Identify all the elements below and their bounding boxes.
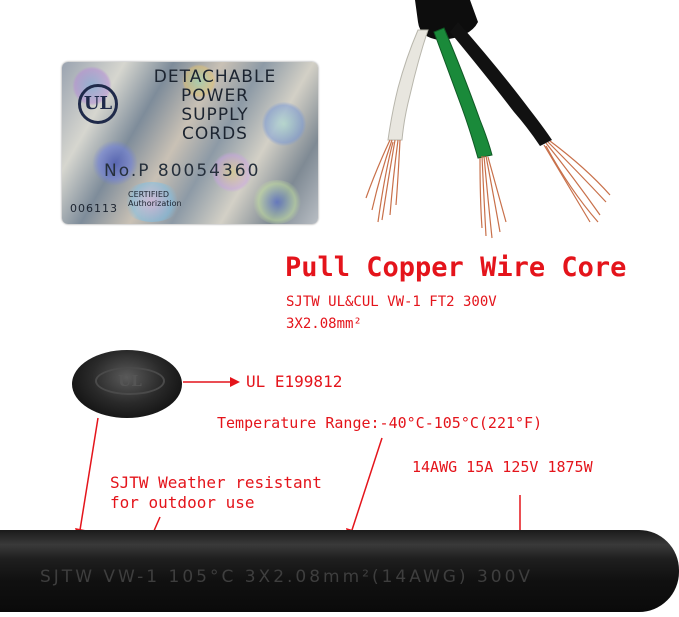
white-wire — [387, 29, 429, 141]
headline: Pull Copper Wire Core — [285, 252, 627, 283]
copper-strands-2 — [479, 155, 507, 239]
arrow-zoom-line — [79, 417, 99, 531]
green-wire — [433, 27, 493, 159]
weather-line-2: for outdoor use — [110, 493, 255, 512]
temperature-range: Temperature Range:-40°C-105°C(221°F) — [217, 414, 543, 432]
weather-line-1: SJTW Weather resistant — [110, 473, 322, 492]
ul-logo-icon: UL — [78, 84, 118, 124]
copper-strands-1 — [365, 139, 401, 223]
embossed-ul-icon: UL — [95, 367, 165, 395]
ul-hologram-label: UL CERTIFIED Authorization DETACHABLE PO… — [62, 62, 318, 224]
label-line-4: CORDS — [182, 124, 248, 144]
label-line-3: SUPPLY — [181, 105, 249, 125]
copper-strands-3 — [543, 140, 611, 223]
label-line-2: POWER — [181, 86, 249, 106]
label-line-1: DETACHABLE — [153, 67, 277, 87]
arrow-temp-line — [351, 437, 383, 531]
certified-text: CERTIFIED Authorization — [128, 190, 182, 208]
black-wire — [450, 22, 552, 146]
spec-line-2: 3X2.08mm² — [286, 316, 362, 332]
spec-line-1: SJTW UL&CUL VW-1 FT2 300V — [286, 294, 497, 310]
label-code: 006113 — [70, 202, 118, 215]
serial-number: No.P 80054360 — [104, 161, 261, 181]
ul-file-number: UL E199812 — [246, 372, 343, 391]
arrow-ul-head — [230, 377, 240, 387]
cable-print: SJTW VW-1 105°C 3X2.08mm²(14AWG) 300V — [40, 567, 534, 587]
power-rating: 14AWG 15A 125V 1875W — [412, 458, 593, 476]
cable-photo — [0, 530, 679, 612]
